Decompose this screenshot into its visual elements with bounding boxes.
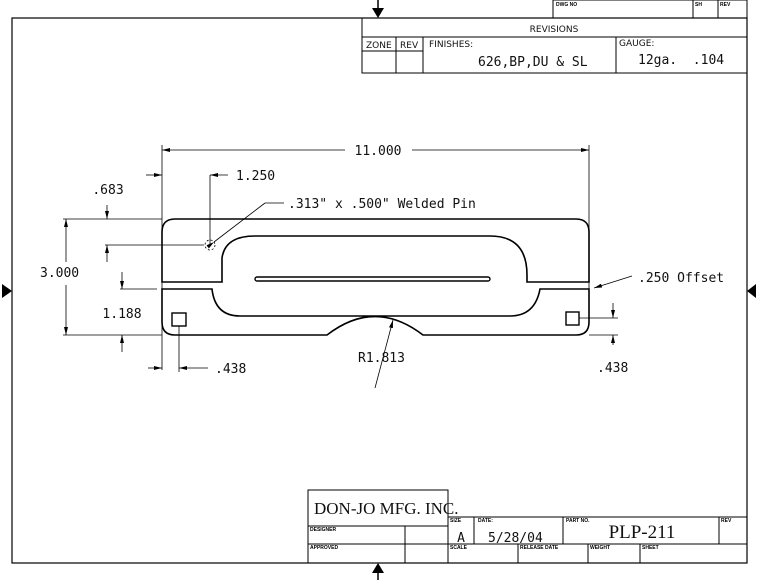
dim-pin-offset-x: 1.250 [236, 169, 275, 184]
sheet-label: SHEET [642, 545, 659, 551]
dim-hole-left: .438 [215, 362, 246, 377]
finishes-label: FINISHES: [429, 40, 473, 50]
finishes-value: 626,BP,DU & SL [478, 55, 588, 70]
slot [254, 276, 491, 282]
dim-overall-length: 11.000 [355, 144, 402, 159]
part-outline [161, 218, 590, 336]
welded-pin [204, 239, 216, 251]
part-no-label: PART NO. [566, 518, 590, 524]
dim-step-height: 1.188 [102, 307, 141, 322]
company-name: DON-JO MFG. INC. [314, 499, 459, 518]
part-no-value: PLP-211 [609, 522, 676, 543]
gauge-label: GAUGE: [619, 39, 654, 49]
mounting-hole-right [565, 311, 580, 326]
offset-note: .250 Offset [638, 271, 724, 286]
dim-radius: R1.813 [358, 351, 405, 366]
title-block: DON-JO MFG. INC. DESIGNER APPROVED SIZE … [307, 489, 748, 564]
dimension-labels: 11.000 1.250 .683 .313" x .500" Welded P… [40, 144, 724, 377]
weight-label: WEIGHT [590, 545, 610, 551]
revisions-title: REVISIONS [530, 25, 579, 35]
revisions-block: DWG NO SH REV REVISIONS ZONE REV FINISHE… [361, 0, 748, 74]
gauge-value: 12ga. .104 [638, 53, 724, 68]
drawing-frame [11, 17, 748, 564]
approved-label: APPROVED [310, 545, 338, 551]
dimension-lines [63, 145, 633, 389]
rev-column-label: REV [400, 41, 419, 51]
dwg-no-label: DWG NO [556, 2, 577, 8]
size-label: SIZE [450, 518, 462, 524]
rev-label-bottom: REV [721, 518, 732, 524]
dim-pin-offset-y: .683 [92, 183, 123, 198]
size-value: A [457, 531, 465, 546]
dim-hole-right: .438 [597, 361, 628, 376]
date-value: 5/28/04 [488, 531, 543, 546]
scale-label: SCALE [450, 545, 468, 551]
mounting-hole-left [171, 312, 187, 327]
pin-note: .313" x .500" Welded Pin [288, 197, 476, 212]
sh-label: SH [695, 2, 702, 8]
date-label: DATE: [478, 518, 493, 524]
zone-label: ZONE [366, 41, 392, 51]
release-date-label: RELEASE DATE [520, 545, 559, 551]
rev-label: REV [720, 2, 731, 8]
designer-label: DESIGNER [310, 527, 337, 533]
dim-overall-height: 3.000 [40, 266, 79, 281]
